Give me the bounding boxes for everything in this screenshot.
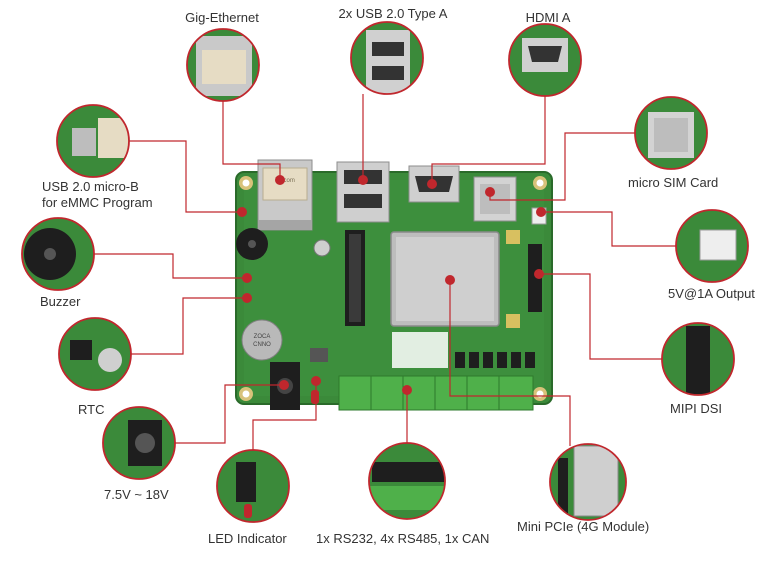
usb-a-stack <box>336 161 390 223</box>
power-header-icon <box>675 209 749 283</box>
label-mipi-dsi: MIPI DSI <box>670 401 723 416</box>
svg-text:CNNO: CNNO <box>253 342 271 348</box>
inductor <box>310 348 328 362</box>
marker-dot <box>242 273 252 283</box>
label-serial: 1x RS232, 4x RS485, 1x CAN <box>316 531 490 546</box>
capacitor <box>313 239 331 257</box>
ffc-connector <box>528 244 542 312</box>
sim-slot <box>473 176 517 222</box>
sim-slot-icon <box>634 96 708 170</box>
buzzer <box>236 228 268 260</box>
label-usb-micro-b: USB 2.0 micro-B <box>42 179 139 194</box>
label-usb-type-a: 2x USB 2.0 Type A <box>338 6 448 21</box>
marker-dot <box>242 293 252 303</box>
label-micro-sim: micro SIM Card <box>628 175 719 190</box>
label-rtc: RTC <box>78 402 105 417</box>
label-led: LED Indicator <box>208 531 287 546</box>
label-usb-micro-b-line2: for eMMC Program <box>42 195 153 210</box>
label-hdmi: HDMI A <box>525 10 571 25</box>
mini-pcie-card-icon <box>549 443 627 521</box>
marker-dot <box>237 207 247 217</box>
usb-a-port-icon <box>350 21 424 95</box>
marker-dot <box>311 376 321 386</box>
marker-dot <box>427 179 437 189</box>
marker-dot <box>534 269 544 279</box>
rtc-battery: ZOCA CNNO <box>241 319 283 361</box>
marker-dot <box>279 380 289 390</box>
svg-text:ZOCA: ZOCA <box>254 334 271 340</box>
led <box>311 390 319 404</box>
marker-dot <box>485 187 495 197</box>
cpu-module <box>390 231 500 327</box>
board-label-plate <box>392 332 448 368</box>
mounting-hole <box>533 176 547 190</box>
rtc-chip-icon <box>58 317 132 391</box>
micro-usb-port-icon <box>56 104 130 178</box>
relay-row <box>455 352 535 368</box>
chip <box>506 230 520 328</box>
label-5v-output: 5V@1A Output <box>668 286 755 301</box>
ffc-connector-icon <box>661 322 735 396</box>
rj45-jack: Trxcom <box>257 159 313 231</box>
mini-pcie-slot <box>345 230 365 326</box>
marker-dot <box>402 385 412 395</box>
mounting-hole <box>239 387 253 401</box>
dc-jack-icon <box>102 406 176 480</box>
mounting-hole <box>533 387 547 401</box>
marker-dot <box>275 175 285 185</box>
callout-markers <box>237 175 546 395</box>
label-mini-pcie: Mini PCIe (4G Module) <box>517 519 650 534</box>
mounting-hole <box>239 176 253 190</box>
buzzer-icon <box>21 217 95 291</box>
rj45-jack-icon <box>186 28 260 102</box>
svg-text:Trxcom: Trxcom <box>275 178 295 184</box>
leader-lines <box>94 94 676 450</box>
label-buzzer: Buzzer <box>40 294 81 309</box>
label-gig-ethernet: Gig-Ethernet <box>185 10 259 25</box>
hdmi-port-icon <box>508 23 582 97</box>
label-dc-input: 7.5V ~ 18V <box>104 487 169 502</box>
terminal-blocks <box>338 375 534 411</box>
marker-dot <box>536 207 546 217</box>
terminal-block-icon <box>368 442 446 520</box>
marker-dot <box>445 275 455 285</box>
marker-dot <box>358 175 368 185</box>
led-icon <box>216 449 290 523</box>
